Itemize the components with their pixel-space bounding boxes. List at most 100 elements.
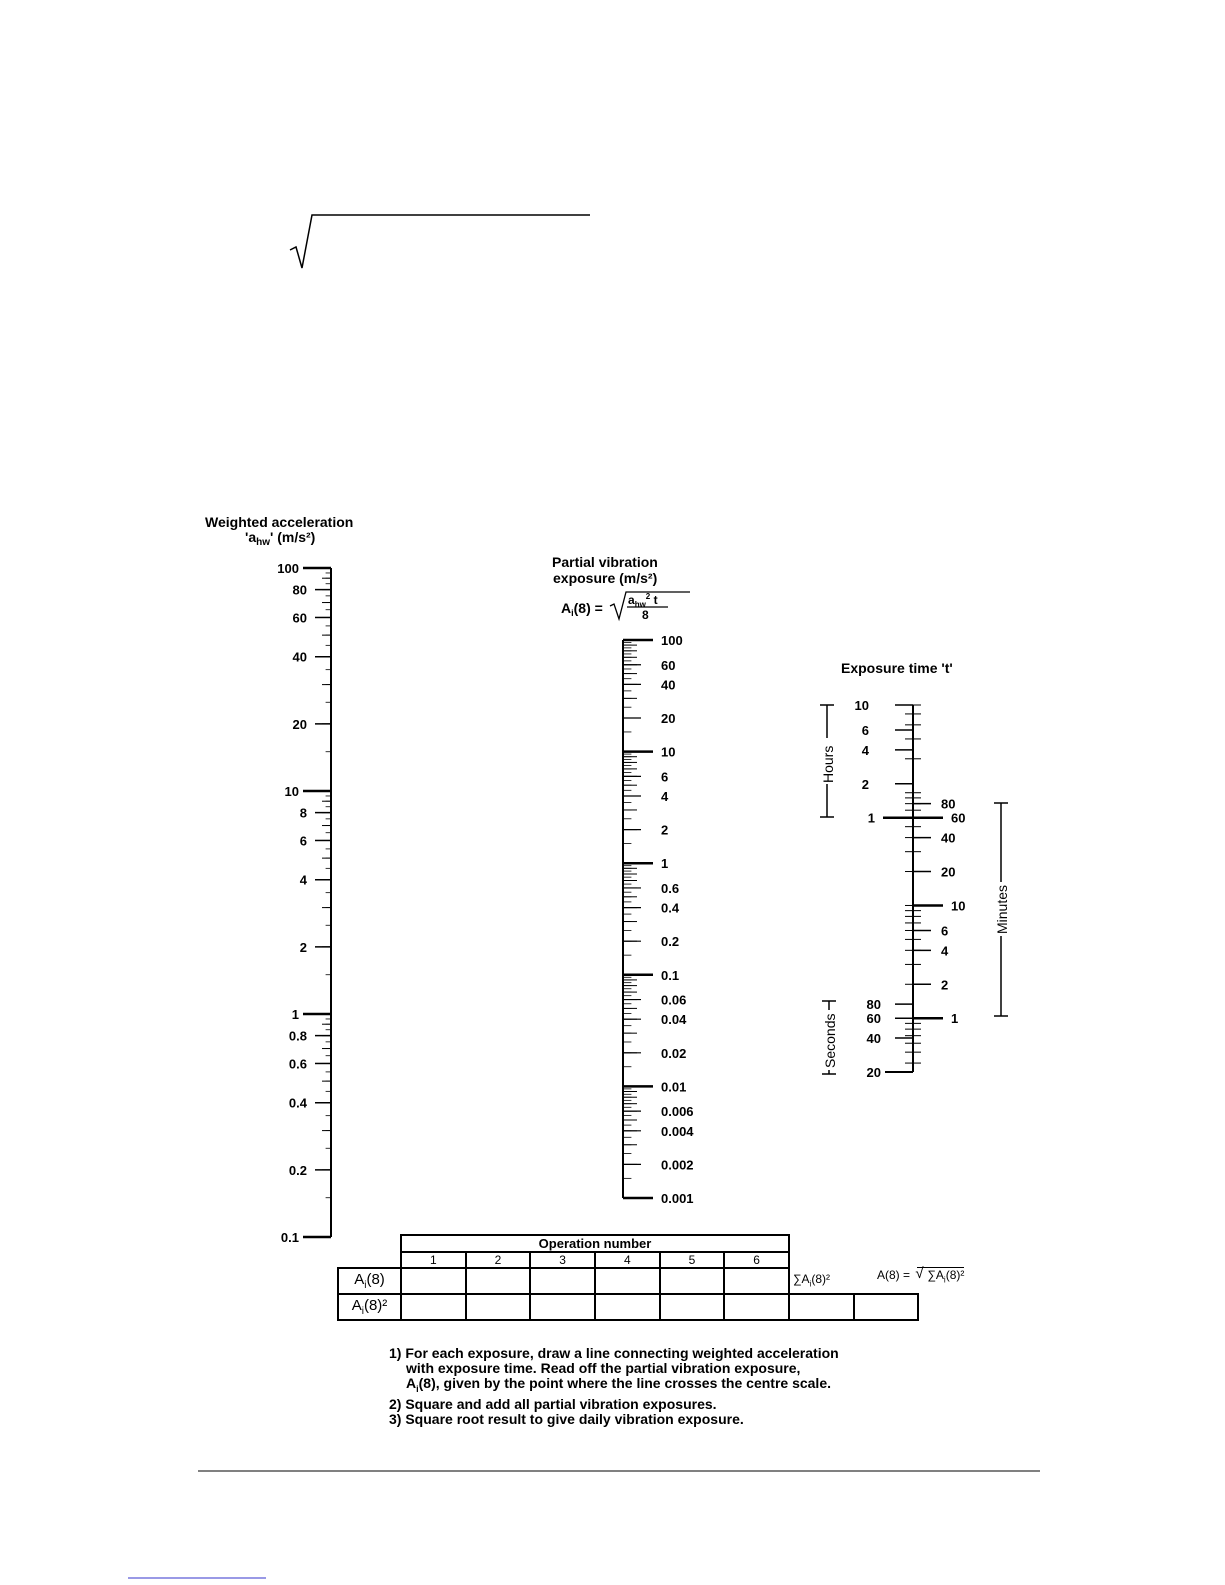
hours-bracket: Hours [818,704,836,818]
cell-ai8sq-2 [464,1293,532,1321]
centre-tick-label: 20 [661,711,675,726]
operation-number-header: Operation number [400,1234,790,1253]
row-label-ai8-squared: Ai(8)² [337,1293,402,1321]
left-tick-label: 0.1 [281,1230,299,1245]
left-tick-label: 0.4 [289,1096,308,1111]
centre-tick-label: 2 [661,823,668,838]
left-tick-label: 1 [292,1007,299,1022]
sqrt-sign-graphic [289,214,590,269]
time-scale-title: Exposure time 't' [841,660,953,676]
centre-tick-label: 10 [661,745,675,760]
seconds-tick-label: 20 [867,1065,881,1080]
centre-tick-label: 0.01 [661,1079,686,1094]
centre-tick-label: 0.06 [661,993,686,1008]
minutes-tick-label: 60 [951,811,965,826]
centre-tick-label: 0.02 [661,1046,686,1061]
centre-tick-label: 0.004 [661,1124,694,1139]
col-header-6: 6 [723,1251,790,1269]
hours-tick-label: 10 [855,698,869,713]
centre-tick-label: 0.002 [661,1157,694,1172]
left-scale-title-line1: Weighted acceleration [205,514,353,530]
minutes-tick-label: 4 [941,943,949,958]
hours-label: Hours [820,746,836,783]
operation-table: Operation number 1 2 3 4 5 6 Ai(8) ∑Ai(8… [337,1234,919,1321]
cell-ai8sq-6 [723,1293,790,1321]
centre-tick-label: 0.4 [661,901,680,916]
centre-tick-label: 100 [661,633,683,648]
centre-scale-axis: 100 60 40 20 10 6 4 2 1 0.6 0.4 0.2 0.1 0.06 0.04 0.02 0… [622,633,694,1206]
cell-sum [788,1293,855,1321]
centre-scale-title-line1: Partial vibration [552,554,658,570]
centre-formula-denominator: 8 [642,608,649,622]
centre-formula-lhs: Ai(8) = [561,600,603,618]
centre-tick-label: 60 [661,658,675,673]
left-tick-label: 10 [285,784,299,799]
centre-scale-title-line2: exposure (m/s²) [553,570,657,586]
cell-ai8-6 [723,1267,790,1295]
left-tick-label: 0.8 [289,1029,307,1044]
seconds-label: Seconds [822,1014,838,1068]
col-header-2: 2 [464,1251,532,1269]
cell-ai8sq-1 [400,1293,467,1321]
cell-ai8sq-4 [593,1293,661,1321]
cell-ai8-1 [400,1267,467,1295]
instruction-1: 1) For each exposure, draw a line connec… [389,1345,839,1361]
sum-label: ∑Ai(8)² [793,1272,831,1289]
instruction-1-cont2: Ai(8), given by the point where the line… [406,1375,831,1394]
minutes-tick-label: 40 [941,831,955,846]
centre-formula-numerator: ahw2 t [628,592,658,609]
centre-tick-label: 0.006 [661,1104,694,1119]
instruction-1-cont: with exposure time. Read off the partial… [406,1360,801,1376]
col-header-5: 5 [658,1251,726,1269]
minutes-label: Minutes [994,885,1010,934]
left-tick-label: 4 [300,873,308,888]
centre-tick-label: 0.1 [661,968,679,983]
left-tick-label: 6 [300,833,307,848]
col-header-4: 4 [593,1251,661,1269]
cell-ai8-5 [658,1267,726,1295]
hours-tick-label: 6 [862,723,869,738]
centre-tick-label: 0.6 [661,881,679,896]
centre-tick-label: 0.04 [661,1012,687,1027]
cell-ai8sq-5 [658,1293,726,1321]
instructions: 1) For each exposure, draw a line connec… [389,1346,839,1427]
centre-tick-label: 0.2 [661,934,679,949]
seconds-tick-label: 60 [867,1011,881,1026]
left-tick-label: 40 [293,650,307,665]
seconds-tick-label: 80 [867,997,881,1012]
cell-ai8sq-3 [529,1293,596,1321]
left-tick-label: 2 [300,940,307,955]
col-header-3: 3 [529,1251,596,1269]
result-formula: A(8) = √ ∑Ai(8)² [877,1265,965,1285]
left-tick-label: 8 [300,806,307,821]
instruction-3: 3) Square root result to give daily vibr… [389,1410,744,1427]
hours-tick-label: 2 [862,777,869,792]
minutes-tick-label: 6 [941,923,948,938]
left-tick-label: 60 [293,610,307,625]
cell-ai8-2 [464,1267,532,1295]
hours-tick-label: 1 [868,811,875,826]
left-scale-title-line2: 'ahw' (m/s²) [245,529,315,548]
centre-tick-label: 6 [661,769,668,784]
centre-tick-label: 4 [661,789,669,804]
row-label-ai8: Ai(8) [337,1267,402,1295]
left-tick-label: 20 [293,717,307,732]
minutes-tick-label: 2 [941,977,948,992]
cell-ai8-3 [529,1267,596,1295]
left-tick-label: 0.6 [289,1056,307,1071]
hours-tick-label: 4 [862,743,870,758]
minutes-tick-label: 1 [951,1011,958,1026]
centre-tick-label: 0.001 [661,1191,694,1206]
col-header-1: 1 [400,1251,467,1269]
instruction-2: 2) Square and add all partial vibration … [389,1395,717,1412]
seconds-tick-label: 40 [867,1031,881,1046]
centre-tick-label: 40 [661,677,675,692]
minutes-tick-label: 80 [941,797,955,812]
cell-result [853,1293,919,1321]
minutes-bracket: Minutes [992,802,1010,1017]
minutes-tick-label: 10 [951,898,965,913]
centre-tick-label: 1 [661,856,668,871]
